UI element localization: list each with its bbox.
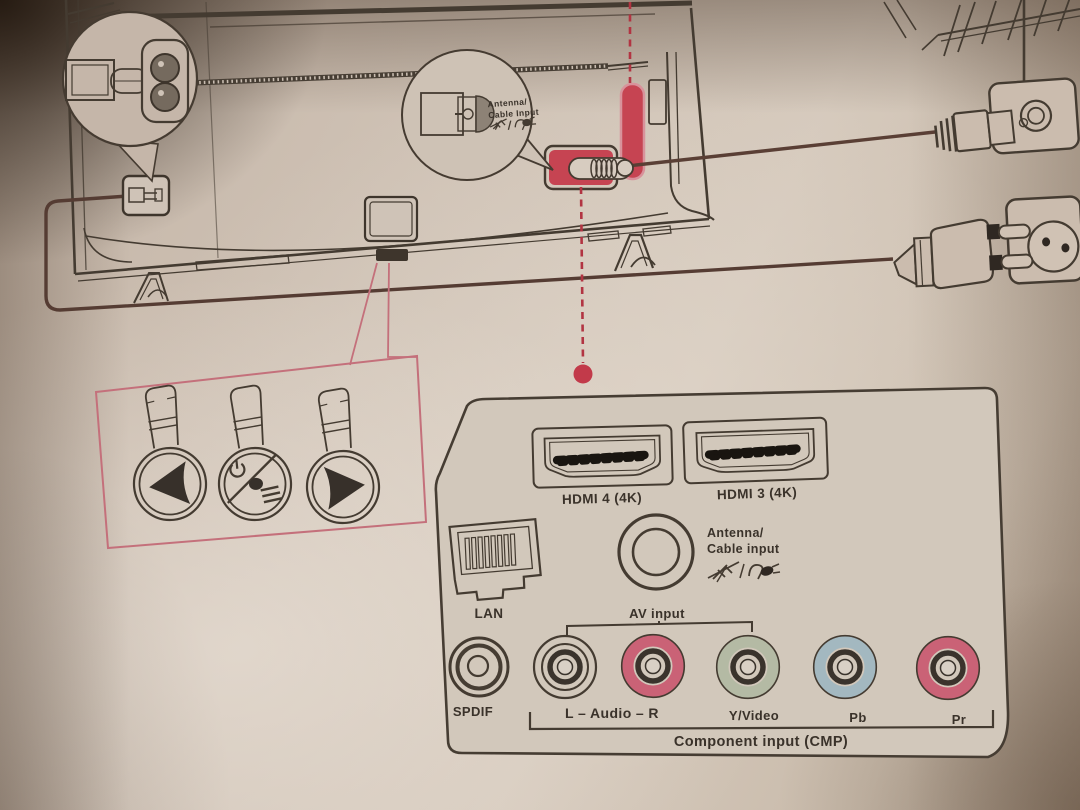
pb-label: Pb [849, 710, 866, 725]
callout-antenna-label-1: Antenna/ [487, 96, 527, 109]
antenna-icon [707, 561, 740, 583]
pr-jack [915, 635, 981, 701]
antenna-cable [599, 130, 936, 171]
yvideo-jack [715, 634, 781, 700]
spdif-label: SPDIF [453, 704, 493, 719]
power-connector-callout [61, 10, 199, 183]
routed-cable [189, 61, 649, 86]
callout-antenna-label-2: Cable Input [488, 107, 539, 121]
side-ports-highlight [619, 79, 667, 181]
lan-label: LAN [475, 606, 504, 621]
hdmi4-label: HDMI 4 (4K) [562, 490, 643, 507]
right-arrow-button-icon [305, 387, 381, 525]
antenna-cable-mini-icons [489, 116, 537, 131]
antenna-input-callout: Antenna/ Cable Input [401, 49, 554, 181]
component-bracket [528, 710, 995, 731]
panel-antenna-label-2: Cable input [707, 542, 780, 556]
control-buttons-callout [94, 262, 428, 550]
ports-panel: HDMI 4 (4K) HDMI 3 (4K) LAN [434, 386, 1010, 759]
control-button-housing [363, 195, 419, 261]
pr-label: Pr [952, 712, 967, 727]
tv-stand-feet [133, 233, 656, 304]
hdmi4-port [531, 424, 674, 489]
hdmi3-port [682, 416, 829, 485]
pb-jack [812, 634, 878, 700]
component-label: Component input (CMP) [674, 734, 848, 750]
coax-plug-icon [420, 92, 495, 136]
cable-plug-icon [739, 563, 781, 580]
left-arrow-button-icon [132, 384, 208, 522]
power-cable [44, 194, 894, 312]
panel-antenna-label-1: Antenna/ [707, 526, 764, 540]
power-connector-icon [65, 38, 190, 124]
dashed-connector-line [573, 2, 632, 384]
power-inlet-port [44, 174, 894, 312]
red-dot [573, 364, 593, 384]
tv-antenna [883, 0, 1080, 84]
power-menu-button-icon [217, 384, 293, 522]
audio-r-jack [620, 633, 686, 699]
yvideo-label: Y/Video [729, 708, 779, 723]
spdif-port [448, 636, 510, 698]
audio-l-jack [532, 634, 598, 700]
av-input-label: AV input [629, 606, 685, 621]
av-input-bracket [566, 620, 753, 636]
power-plug [893, 218, 1034, 290]
lan-port [448, 518, 542, 601]
coax-connector [934, 109, 1016, 153]
coax-terminal [568, 157, 634, 180]
hdmi3-label: HDMI 3 (4K) [717, 485, 798, 503]
antenna-port [617, 513, 695, 591]
audio-label: L – Audio – R [565, 705, 659, 721]
wall-outlet [1005, 195, 1080, 285]
